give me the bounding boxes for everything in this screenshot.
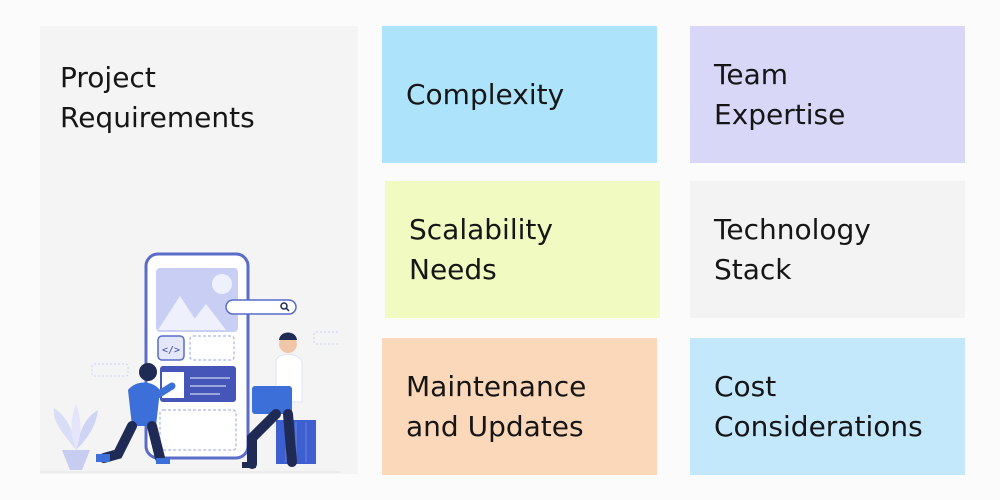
card-label-cost-considerations: Cost Considerations xyxy=(714,369,923,443)
developer-illustration: </> xyxy=(40,252,340,473)
card-label-complexity: Complexity xyxy=(406,77,565,111)
card-label-maintenance-updates: Maintenance and Updates xyxy=(406,369,587,443)
card-label-technology-stack: Technology Stack xyxy=(714,212,871,286)
card-cost-considerations: Cost Considerations xyxy=(690,338,965,475)
card-scalability-needs: Scalability Needs xyxy=(385,181,660,318)
person-laptop-icon xyxy=(242,332,316,469)
card-label-project-requirements: Project Requirements xyxy=(60,61,255,134)
card-label-scalability-needs: Scalability Needs xyxy=(409,212,553,286)
card-label-team-expertise: Team Expertise xyxy=(714,57,846,131)
code-icon: </> xyxy=(162,345,180,356)
card-maintenance-updates: Maintenance and Updates xyxy=(382,338,657,475)
card-team-expertise: Team Expertise xyxy=(690,26,965,163)
card-technology-stack: Technology Stack xyxy=(690,181,965,318)
phone-mockup-icon xyxy=(144,252,250,460)
plant-icon xyxy=(53,404,98,470)
card-complexity: Complexity xyxy=(382,26,657,163)
search-bar-icon xyxy=(225,299,297,315)
svg-text:</>: </> xyxy=(162,345,180,356)
person-kneeling-icon xyxy=(96,363,176,464)
